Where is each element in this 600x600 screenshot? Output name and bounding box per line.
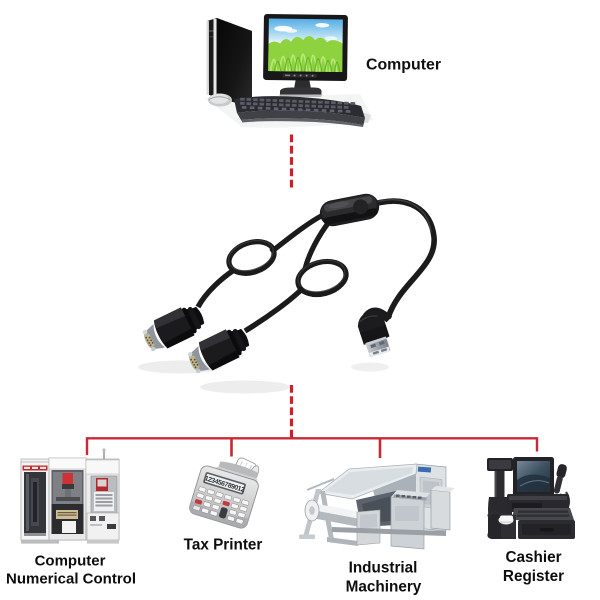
- svg-text:Industrial: Industrial: [349, 560, 418, 577]
- svg-text:Register: Register: [503, 568, 564, 585]
- svg-text:Computer: Computer: [35, 553, 106, 570]
- svg-text:Tax Printer: Tax Printer: [184, 537, 263, 554]
- svg-text:Numerical Control: Numerical Control: [6, 571, 136, 588]
- svg-text:Machinery: Machinery: [346, 578, 422, 595]
- svg-text:Cashier: Cashier: [505, 549, 561, 566]
- svg-text:Computer: Computer: [366, 57, 441, 74]
